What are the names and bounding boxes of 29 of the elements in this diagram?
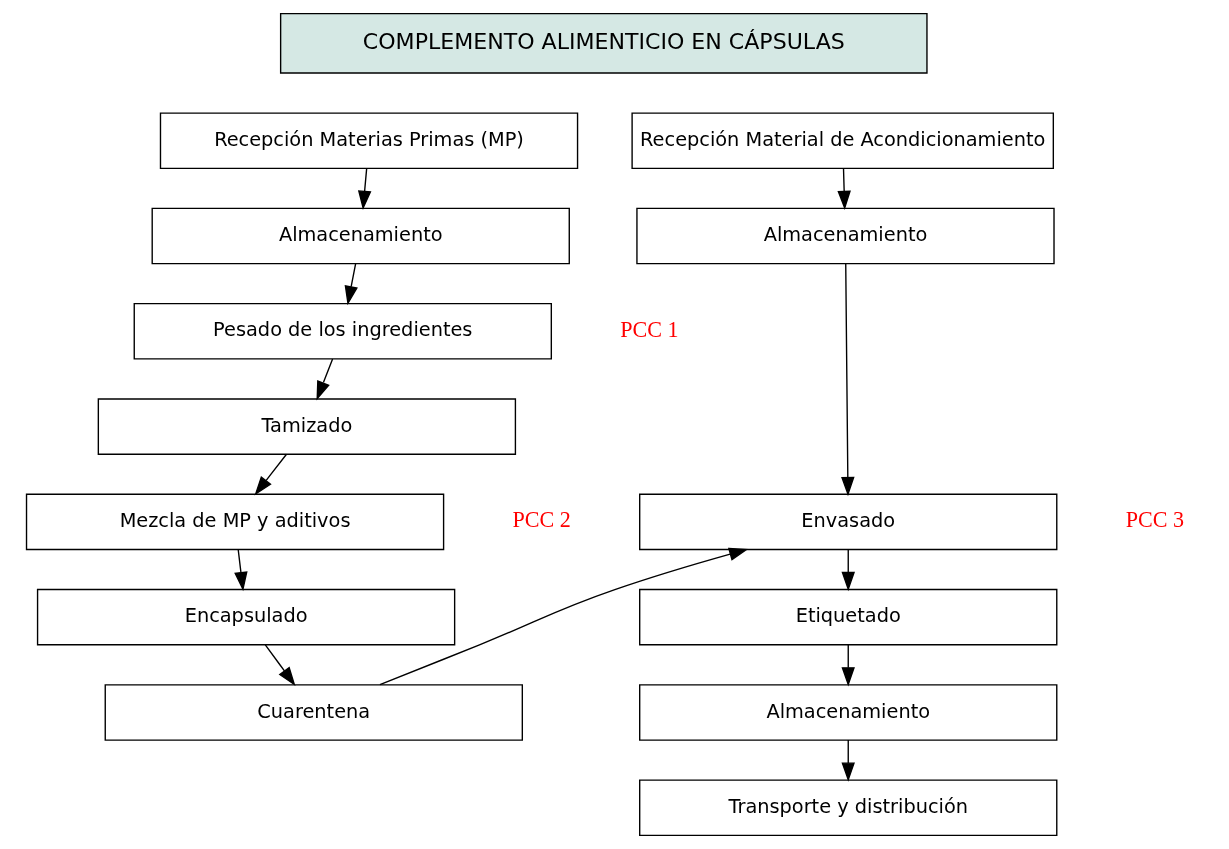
node-box: Pesado de los ingredientes <box>133 302 552 360</box>
node-box: Mezcla de MP y aditivos <box>25 493 445 551</box>
node-label: PCC 1 <box>620 316 679 342</box>
node-box: Cuarentena <box>104 684 523 741</box>
arrow <box>841 644 855 687</box>
node-label: PCC 2 <box>512 507 571 533</box>
arrow <box>841 263 855 497</box>
arrow <box>841 739 855 782</box>
node-box: Recepción Material de Acondicionamiento <box>631 112 1054 169</box>
node-box: Tamizado <box>97 398 517 455</box>
node-box: Transporte y distribución <box>639 779 1058 837</box>
arrow <box>841 548 855 592</box>
node-box: Envasado <box>639 493 1058 551</box>
node-box: Almacenamiento <box>639 684 1058 741</box>
node-box: Almacenamiento <box>636 207 1055 265</box>
node-box: COMPLEMENTO ALIMENTICIO EN CÁPSULAS <box>279 12 928 74</box>
arrow <box>357 167 372 211</box>
node-box: Encapsulado <box>36 588 456 646</box>
arrow <box>254 453 288 496</box>
arrow <box>316 358 334 401</box>
arrow <box>379 547 749 686</box>
node-label: PCC 3 <box>1125 507 1184 533</box>
arrow <box>234 548 248 592</box>
node-box: Etiquetado <box>639 588 1058 646</box>
node-box: Almacenamiento <box>151 207 570 265</box>
arrow <box>344 262 358 306</box>
node-box: Recepción Materias Primas (MP) <box>159 112 579 169</box>
arrow <box>264 644 296 687</box>
arrow <box>837 167 851 211</box>
